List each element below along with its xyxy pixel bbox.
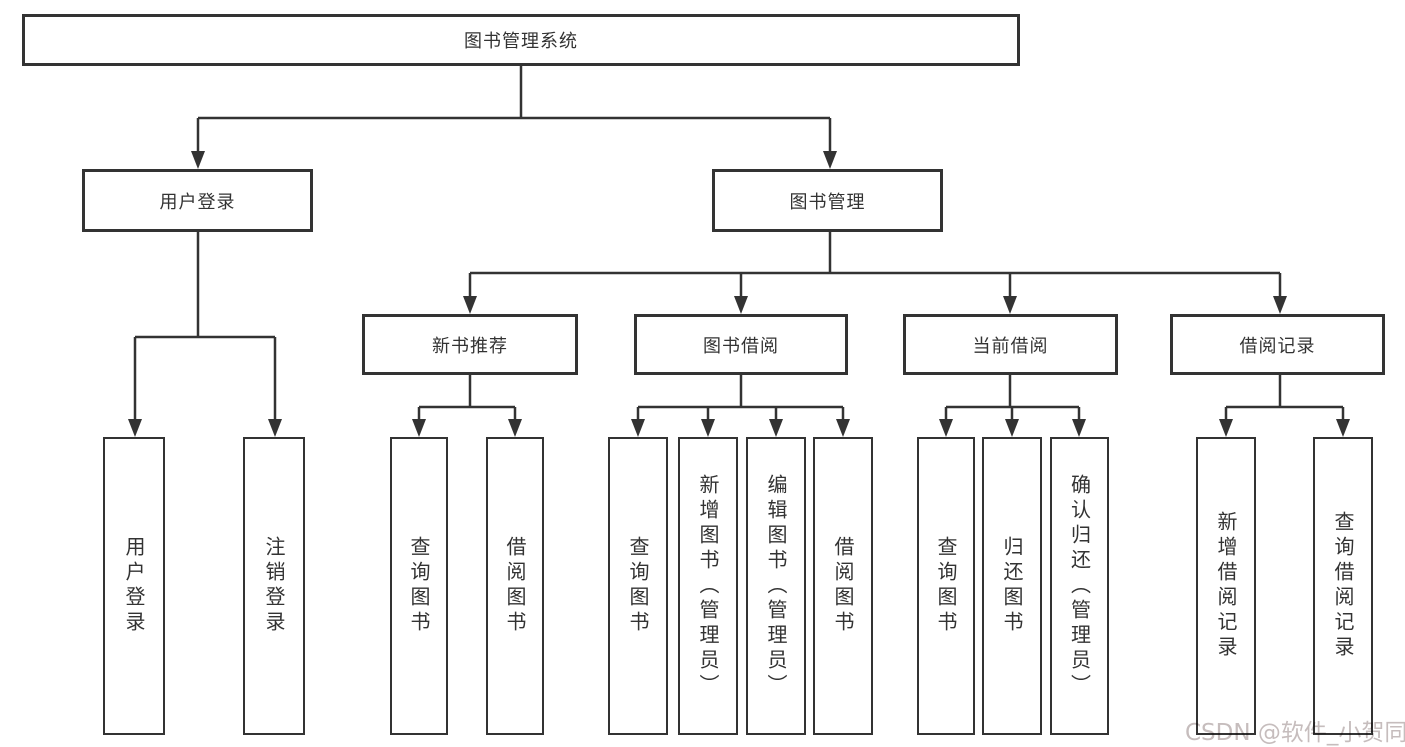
arrowhead-icon bbox=[463, 296, 477, 314]
node-book-borrowing: 图书借阅 bbox=[634, 314, 848, 375]
node-current-borrowing: 当前借阅 bbox=[903, 314, 1118, 375]
arrowhead-icon bbox=[1273, 296, 1287, 314]
leaf-borrow-books: 借阅图书 bbox=[813, 437, 873, 735]
arrowhead-icon bbox=[631, 419, 645, 437]
leaf-query-borrow-record: 查询借阅记录 bbox=[1313, 437, 1373, 735]
arrowhead-icon bbox=[1219, 419, 1233, 437]
leaf-query-books-recommend: 查询图书 bbox=[390, 437, 448, 735]
arrowhead-icon bbox=[769, 419, 783, 437]
leaf-edit-books-admin: 编辑图书（管理员） bbox=[746, 437, 806, 735]
node-library-management-system: 图书管理系统 bbox=[22, 14, 1020, 66]
arrowhead-icon bbox=[508, 419, 522, 437]
node-new-book-recommend: 新书推荐 bbox=[362, 314, 578, 375]
leaf-return-books: 归还图书 bbox=[982, 437, 1042, 735]
arrowhead-icon bbox=[823, 151, 837, 169]
leaf-add-books-admin: 新增图书（管理员） bbox=[678, 437, 738, 735]
leaf-query-books-borrowing: 查询图书 bbox=[608, 437, 668, 735]
arrowhead-icon bbox=[836, 419, 850, 437]
arrowhead-icon bbox=[1003, 296, 1017, 314]
arrowhead-icon bbox=[191, 151, 205, 169]
leaf-query-books-current: 查询图书 bbox=[917, 437, 975, 735]
node-borrowing-records: 借阅记录 bbox=[1170, 314, 1385, 375]
leaf-borrow-books-recommend: 借阅图书 bbox=[486, 437, 544, 735]
leaf-add-borrow-record: 新增借阅记录 bbox=[1196, 437, 1256, 735]
csdn-watermark: CSDN @软件_小贺同学 bbox=[1185, 720, 1405, 746]
arrowhead-icon bbox=[268, 419, 282, 437]
node-book-management: 图书管理 bbox=[712, 169, 943, 232]
arrowhead-icon bbox=[939, 419, 953, 437]
arrowhead-icon bbox=[701, 419, 715, 437]
arrowhead-icon bbox=[412, 419, 426, 437]
arrowhead-icon bbox=[1072, 419, 1086, 437]
leaf-confirm-return-admin: 确认归还（管理员） bbox=[1050, 437, 1109, 735]
node-user-login: 用户登录 bbox=[82, 169, 313, 232]
leaf-user-login: 用户登录 bbox=[103, 437, 165, 735]
arrowhead-icon bbox=[128, 419, 142, 437]
leaf-logout: 注销登录 bbox=[243, 437, 305, 735]
arrowhead-icon bbox=[1336, 419, 1350, 437]
arrowhead-icon bbox=[1005, 419, 1019, 437]
arrowhead-icon bbox=[734, 296, 748, 314]
